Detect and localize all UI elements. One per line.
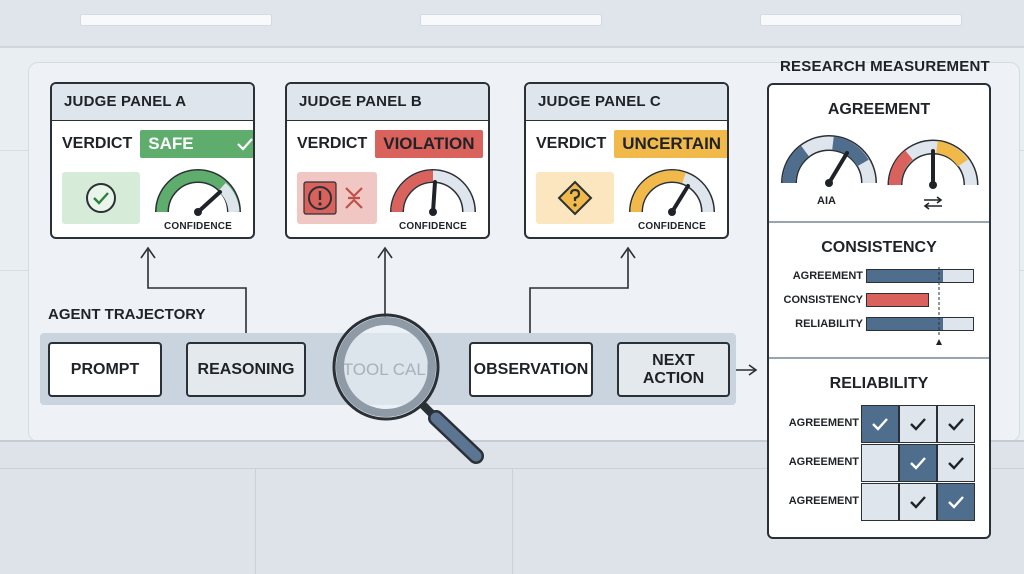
step-observation: OBSERVATION — [469, 342, 593, 397]
verdict-label: VERDICT — [297, 135, 368, 152]
ceiling-light — [80, 14, 272, 26]
confidence-label: CONFIDENCE — [637, 221, 707, 232]
threshold-marker — [936, 267, 942, 345]
verdict-row: VERDICT UNCERTAIN — [536, 130, 727, 158]
check-icon — [910, 457, 926, 470]
verdict-text: SAFE — [148, 134, 194, 153]
confidence-gauge: CONFIDENCE — [387, 168, 479, 232]
consistency-title: CONSISTENCY — [821, 239, 937, 256]
step-prompt: PROMPT — [48, 342, 162, 397]
ceiling-light — [760, 14, 962, 26]
step-tool-call: TOOL CALL — [342, 359, 436, 379]
reliability-row-label: AGREEMENT — [788, 417, 859, 429]
check-icon — [948, 457, 964, 470]
gauge-icon — [629, 169, 715, 216]
broken-link-icon — [345, 187, 363, 209]
bar-label: CONSISTENCY — [783, 294, 863, 306]
reliability-cell-empty — [861, 483, 899, 521]
check-circle-icon — [86, 183, 116, 213]
verdict-text: VIOLATION — [383, 134, 475, 153]
reliability-cell-check — [899, 405, 937, 443]
reliability-cell-filled-check — [861, 405, 899, 443]
reliability-row-label: AGREEMENT — [788, 495, 859, 507]
bar-track — [866, 317, 974, 331]
bar-fill — [866, 293, 929, 307]
confidence-gauge: CONFIDENCE — [626, 168, 718, 232]
panel-title: JUDGE PANEL B — [287, 84, 488, 121]
check-icon — [872, 418, 888, 431]
verdict-badge-uncertain: UNCERTAIN — [614, 130, 727, 158]
check-icon — [948, 418, 964, 431]
research-measurement-title: RESEARCH MEASUREMENT — [780, 58, 990, 75]
verdict-label: VERDICT — [536, 135, 607, 152]
reliability-cell-filled-check — [899, 444, 937, 482]
step-reasoning: REASONING — [186, 342, 306, 397]
check-icon — [910, 418, 926, 431]
status-icon-box — [297, 172, 377, 224]
step-next-action: NEXT ACTION — [617, 342, 730, 397]
check-icon — [910, 496, 926, 509]
bar-row-reliability: RELIABILITY — [769, 317, 989, 333]
bar-label: AGREEMENT — [792, 270, 863, 282]
verdict-row: VERDICT VIOLATION — [297, 130, 483, 158]
confidence-gauge: CONFIDENCE — [152, 168, 244, 232]
status-icon-box — [536, 172, 614, 224]
check-icon — [236, 138, 253, 151]
bar-fill — [867, 318, 944, 330]
judge-panel-a: JUDGE PANEL A VERDICT SAFE CONFIDENCE — [50, 82, 255, 239]
ceiling-light — [420, 14, 602, 26]
section-divider — [769, 221, 989, 223]
reliability-cell-empty — [861, 444, 899, 482]
bar-track — [866, 293, 974, 307]
bar-fill — [867, 270, 944, 282]
agreement-title: AGREEMENT — [827, 101, 931, 118]
swap-arrows-icon — [923, 196, 943, 210]
agreement-gauge-icon-2 — [887, 139, 979, 189]
reliability-cell-check — [937, 444, 975, 482]
verdict-label: VERDICT — [62, 135, 133, 152]
section-divider — [769, 357, 989, 359]
agreement-gauge-icon — [781, 135, 877, 187]
judge-panel-c: JUDGE PANEL C VERDICT UNCERTAIN CONFIDEN… — [524, 82, 729, 239]
floor-line — [255, 468, 256, 574]
bar-row-agreement: AGREEMENT — [769, 269, 989, 285]
gauge-icon — [390, 169, 476, 216]
reliability-row-label: AGREEMENT — [788, 456, 859, 468]
reliability-cell-check — [899, 483, 937, 521]
ceiling — [0, 0, 1024, 48]
verdict-badge-violation: VIOLATION — [375, 130, 483, 158]
judge-panel-b: JUDGE PANEL B VERDICT VIOLATION CONFI — [285, 82, 490, 239]
bar-row-consistency: CONSISTENCY — [769, 293, 989, 309]
trajectory-label: AGENT TRAJECTORY — [48, 306, 206, 323]
verdict-text: UNCERTAIN — [622, 134, 722, 153]
panel-title: JUDGE PANEL C — [526, 84, 727, 121]
floor-line — [512, 468, 513, 574]
verdict-row: VERDICT SAFE — [62, 130, 253, 158]
question-diamond-icon — [557, 180, 593, 216]
reliability-cell-filled-check — [937, 483, 975, 521]
panel-title: JUDGE PANEL A — [52, 84, 253, 121]
alert-circle-icon — [303, 181, 363, 215]
verdict-badge-safe: SAFE — [140, 130, 253, 158]
confidence-label: CONFIDENCE — [398, 221, 468, 232]
check-icon — [948, 496, 964, 509]
bar-label: RELIABILITY — [795, 318, 863, 330]
reliability-title: RELIABILITY — [829, 375, 929, 392]
bar-track — [866, 269, 974, 283]
gauge-icon — [155, 169, 241, 216]
reliability-cell-check — [937, 405, 975, 443]
confidence-label: CONFIDENCE — [163, 221, 233, 232]
research-measurement-panel: AGREEMENT AIA CONSISTENCY AGREEMENT CONS… — [767, 83, 991, 539]
status-icon-box — [62, 172, 140, 224]
agreement-gauge-caption: AIA — [817, 195, 836, 207]
